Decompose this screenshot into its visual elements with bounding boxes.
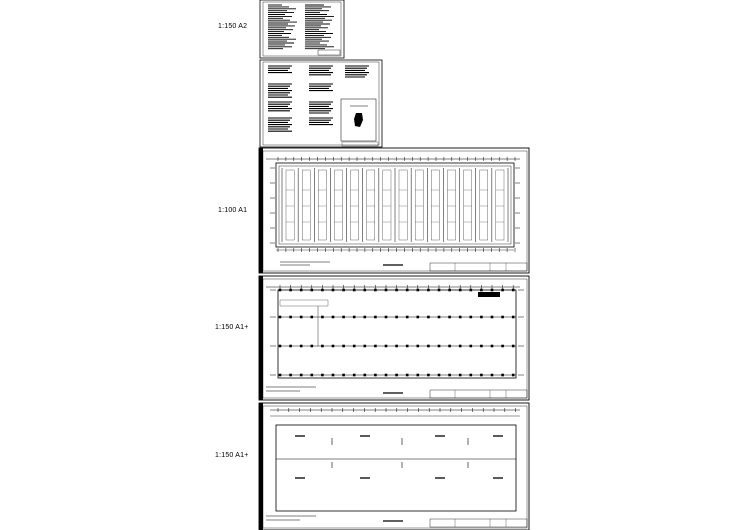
sheet-3-plan-bays[interactable] — [258, 147, 530, 274]
scale-label-sheet-3: 1:100 A1 — [218, 207, 248, 214]
plan-outline-5 — [275, 424, 517, 512]
sheet-5-plan-two-bay[interactable] — [258, 402, 530, 530]
plan-outline-3 — [275, 162, 515, 248]
note-box-4 — [478, 292, 500, 297]
bay-grid — [281, 168, 509, 242]
sheet-1-notes[interactable] — [259, 0, 345, 59]
title-block-4 — [429, 389, 528, 399]
scale-label-sheet-1: 1:150 A2 — [218, 23, 248, 30]
title-block-3 — [429, 262, 528, 272]
plan-markers — [277, 408, 516, 479]
scale-label-sheet-4: 1:150 A1+ — [215, 324, 249, 331]
notes-text-block — [268, 4, 334, 50]
detail-figure — [354, 113, 363, 127]
dimension-ticks — [270, 157, 520, 252]
sheet-4-plan-grid[interactable] — [258, 275, 530, 401]
scale-label-sheet-5: 1:150 A1+ — [215, 452, 249, 459]
detail-tables — [268, 65, 369, 132]
sheet-2-details[interactable] — [259, 59, 383, 148]
title-block-5 — [429, 518, 528, 528]
column-markers — [270, 285, 524, 377]
detail-frame — [340, 98, 377, 142]
plan-outline-4 — [277, 289, 517, 379]
